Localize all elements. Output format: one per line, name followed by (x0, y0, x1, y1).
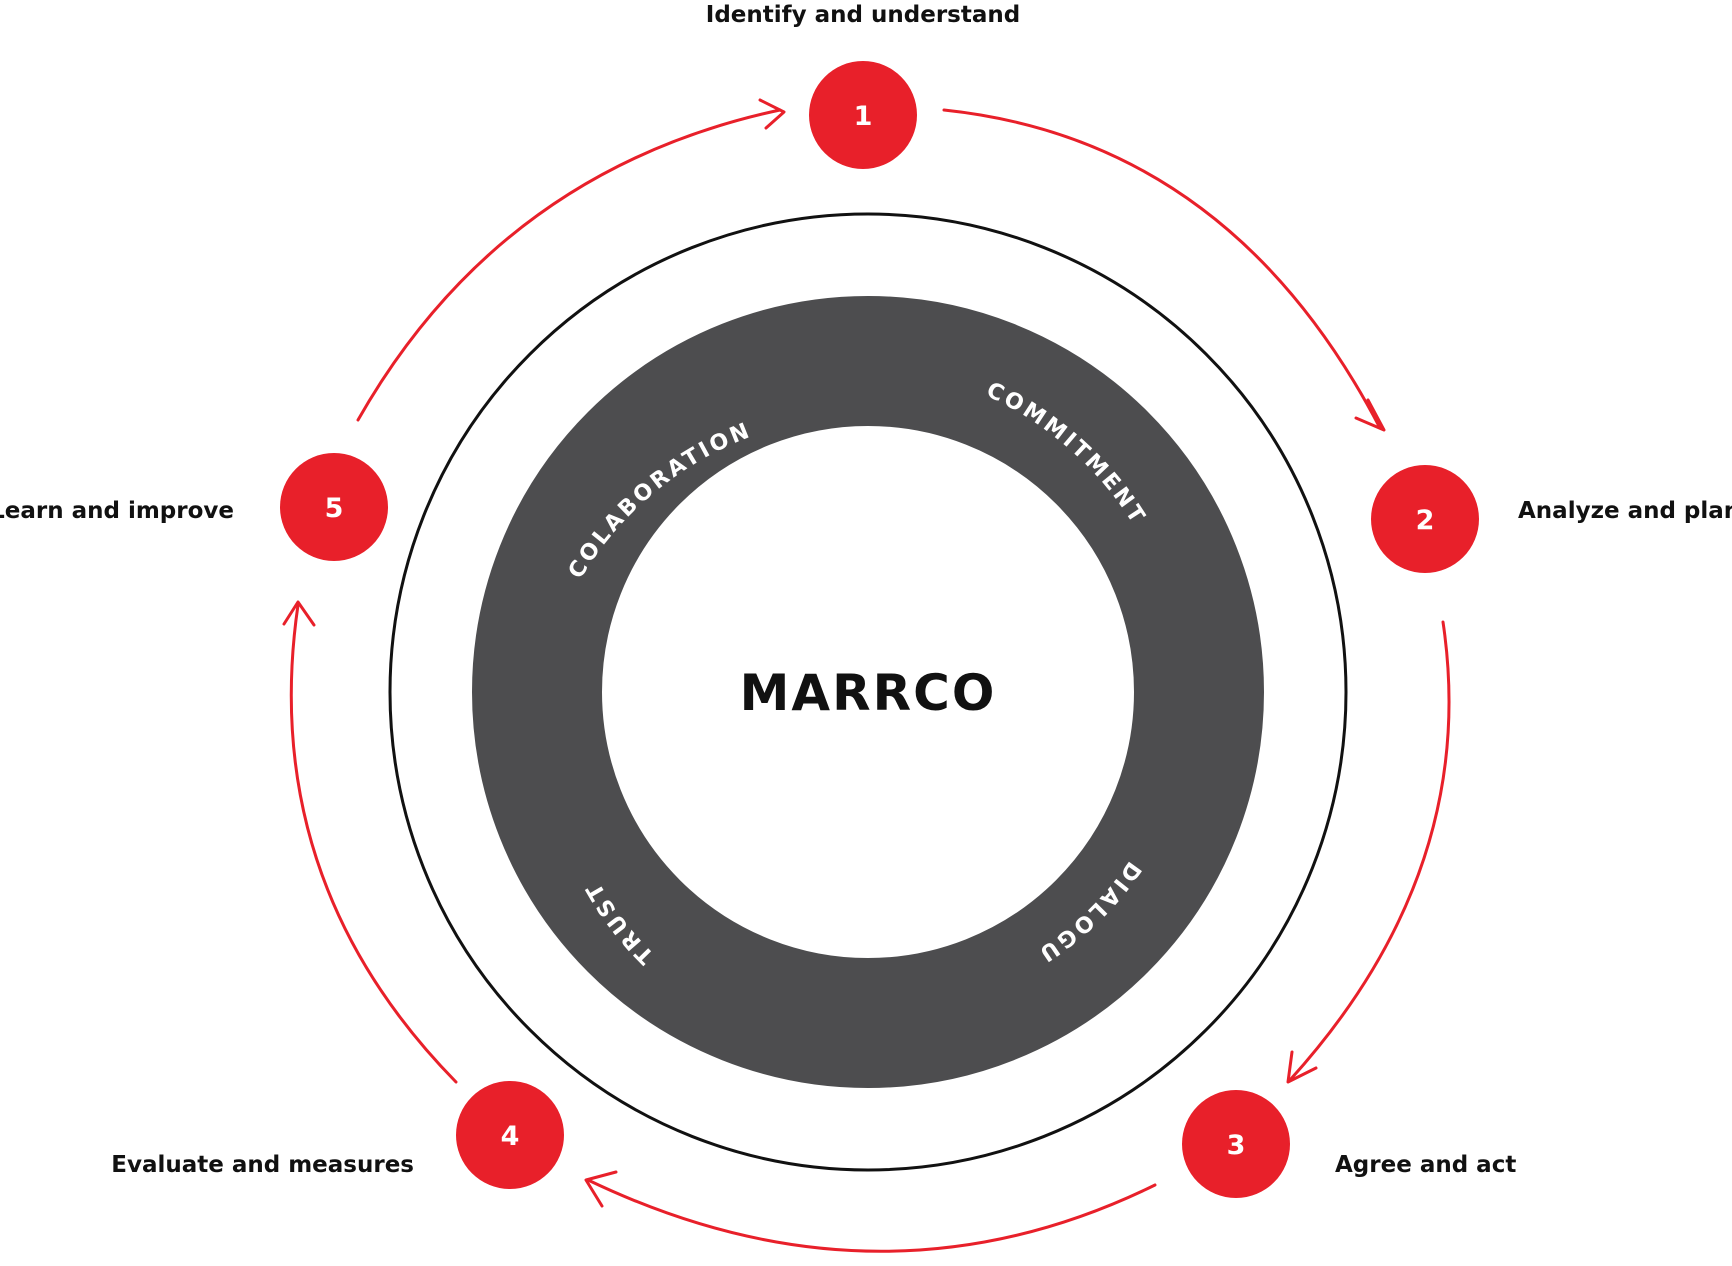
arrow-3-to-4 (586, 1178, 1157, 1253)
step-label-2: Analyze and plan (1518, 498, 1732, 524)
arrowhead-5 (282, 600, 316, 627)
center-title: MARRCO (740, 664, 997, 722)
step-label-1: Identify and understand (706, 2, 1020, 28)
step-number: 5 (325, 493, 344, 524)
step-label-5: Learn and improve (0, 498, 234, 524)
arrowhead-4 (584, 1170, 618, 1208)
step-node-3: 3 (1182, 1090, 1290, 1198)
step-node-1: 1 (809, 61, 917, 169)
step-number: 4 (501, 1121, 520, 1152)
arrowhead-3 (1286, 1050, 1318, 1084)
step-label-3: Agree and act (1335, 1152, 1516, 1178)
arrowhead-2 (1354, 398, 1386, 432)
arrow-4-to-5 (289, 603, 458, 1084)
values-ring (472, 296, 1264, 1088)
step-number: 2 (1416, 505, 1435, 536)
step-node-2: 2 (1371, 465, 1479, 573)
arrow-5-to-1 (356, 108, 782, 422)
step-label-4: Evaluate and measures (111, 1152, 414, 1178)
arrow-1-to-2 (942, 108, 1382, 430)
arrowhead-1 (758, 98, 786, 130)
arrow-2-to-3 (1288, 620, 1451, 1082)
step-number: 3 (1227, 1130, 1246, 1161)
step-node-4: 4 (456, 1081, 564, 1189)
step-node-5: 5 (280, 453, 388, 561)
outer-ring (388, 212, 1348, 1172)
step-number: 1 (854, 101, 873, 132)
